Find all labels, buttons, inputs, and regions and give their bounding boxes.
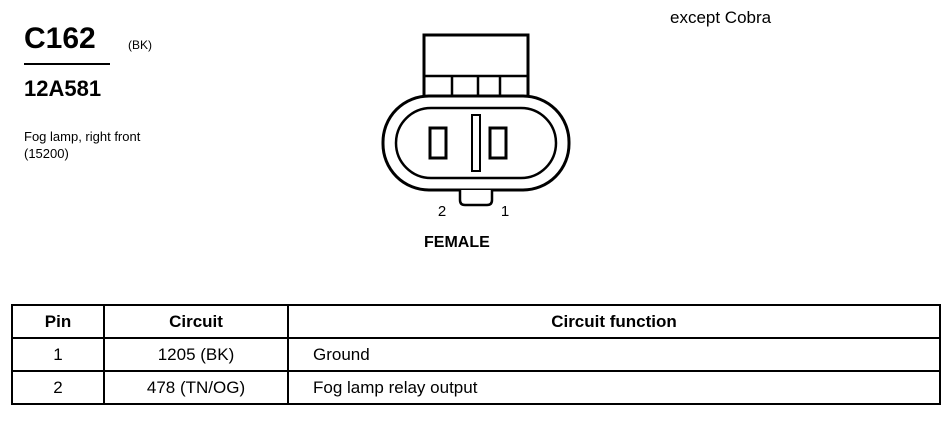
connector-id: C162 bbox=[24, 22, 96, 55]
description-line: Fog lamp, right front bbox=[24, 129, 141, 144]
pin-label-2: 2 bbox=[438, 203, 446, 220]
center-divider bbox=[471, 114, 481, 172]
header-circuit: Circuit bbox=[103, 304, 289, 339]
header-circuit-function: Circuit function bbox=[287, 304, 941, 339]
variant-note: except Cobra bbox=[670, 8, 772, 27]
cell-function: Fog lamp relay output bbox=[287, 370, 941, 405]
header-pin: Pin bbox=[11, 304, 105, 339]
cell-pin: 1 bbox=[11, 337, 105, 372]
terminal-cavity-2 bbox=[428, 126, 448, 160]
connector-face-diagram: 2 1 bbox=[381, 33, 571, 220]
description-code: (15200) bbox=[24, 146, 69, 161]
terminal-cavity-1 bbox=[488, 126, 508, 160]
connector-description: Fog lamp, right front (15200) bbox=[24, 128, 140, 162]
cell-circuit: 1205 (BK) bbox=[103, 337, 289, 372]
title-underline bbox=[24, 63, 110, 65]
keying-tab bbox=[458, 190, 494, 207]
connector-color-code: (BK) bbox=[128, 38, 152, 52]
cell-pin: 2 bbox=[11, 370, 105, 405]
table-row: 1 1205 (BK) Ground bbox=[11, 337, 941, 372]
pin-table: Pin Circuit Circuit function 1 1205 (BK)… bbox=[11, 304, 941, 405]
table-header-row: Pin Circuit Circuit function bbox=[11, 304, 941, 339]
connector-gender: FEMALE bbox=[424, 234, 490, 251]
cell-function: Ground bbox=[287, 337, 941, 372]
part-number: 12A581 bbox=[24, 76, 102, 101]
cell-circuit: 478 (TN/OG) bbox=[103, 370, 289, 405]
pin-label-1: 1 bbox=[501, 203, 509, 220]
table-row: 2 478 (TN/OG) Fog lamp relay output bbox=[11, 370, 941, 405]
